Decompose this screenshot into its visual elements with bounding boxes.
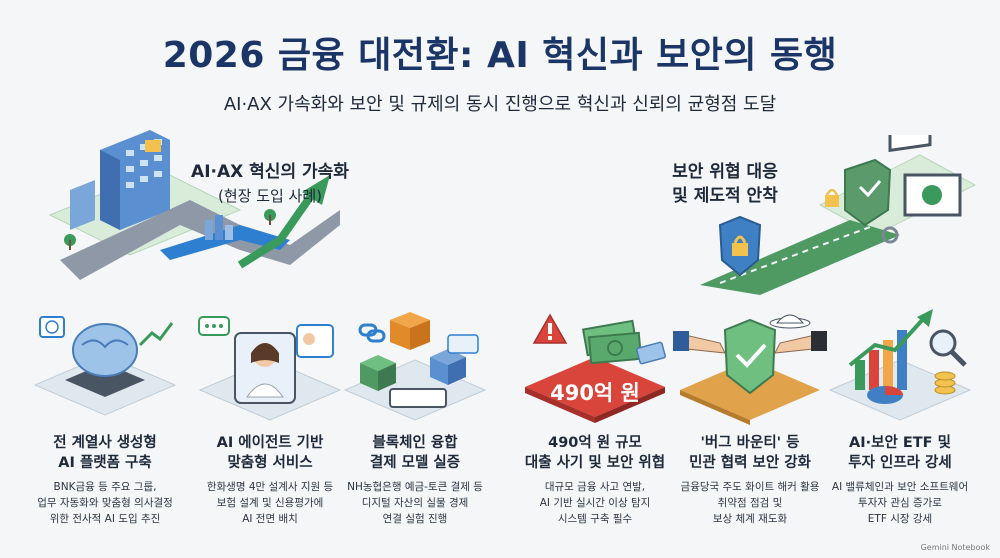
card-desc-line: 보험 설계 및 신용평가에 bbox=[216, 497, 324, 509]
card-desc-line: 취약점 점검 및 bbox=[717, 497, 783, 509]
right-section-title-line1: 보안 위협 대응 bbox=[672, 162, 778, 182]
blockchain-cubes-icon bbox=[343, 312, 487, 421]
card-fraud-threat: 490억 원 490억 원 규모 대출 사기 및 보안 위협 대규모 금융 사고… bbox=[510, 305, 680, 527]
fraud-warning-icon bbox=[525, 313, 666, 423]
card-desc-line: 투자자 관심 증가로 bbox=[858, 497, 942, 509]
card-desc-line: 디지털 자산의 실물 경제 bbox=[361, 497, 469, 509]
card-desc-line: 시스템 구축 필수 bbox=[557, 513, 633, 525]
card-title-line: 490억 원 규모 bbox=[548, 435, 642, 451]
card-title-line: 민관 협력 보안 강화 bbox=[689, 455, 811, 471]
card-title-line: 전 계열사 생성형 bbox=[53, 435, 157, 451]
fraud-amount-badge: 490억 원 bbox=[550, 381, 640, 405]
card-desc-line: AI 전면 배치 bbox=[242, 513, 298, 525]
left-section-heading: AI·AX 혁신의 가속화 (현장 도입 사례) bbox=[175, 160, 365, 208]
watermark: Gemini Notebook bbox=[920, 543, 990, 552]
card-title-line: '버그 바운티' 등 bbox=[700, 435, 800, 451]
card-desc-line: AI 기반 실시간 이상 탐지 bbox=[539, 497, 651, 509]
handshake-shield-icon bbox=[673, 314, 827, 425]
card-title-line: 투자 인프라 강세 bbox=[848, 455, 952, 471]
card-blockchain: 블록체인 융합 결제 모델 실증 NH농협은행 예금-토큰 결제 등 디지털 자… bbox=[330, 305, 500, 527]
card-desc-line: 대규모 금융 사고 연발, bbox=[544, 481, 646, 493]
card-title-line: 블록체인 융합 bbox=[372, 435, 458, 451]
right-section-title-line2: 및 제도적 안착 bbox=[672, 186, 778, 206]
right-section-heading: 보안 위협 대응 및 제도적 안착 bbox=[640, 160, 810, 208]
card-etf: AI·보안 ETF 및 투자 인프라 강세 AI 밸류체인과 보안 소프트웨어 … bbox=[815, 305, 985, 527]
security-scene-icon bbox=[700, 135, 977, 295]
ai-brain-chip-icon bbox=[33, 316, 177, 416]
card-title-line: AI·보안 ETF 및 bbox=[849, 435, 951, 451]
card-desc-line: BNK금융 등 주요 그룹, bbox=[53, 481, 157, 493]
card-desc-line: 연결 실험 진행 bbox=[382, 513, 448, 525]
left-section-title: AI·AX 혁신의 가속화 bbox=[191, 162, 349, 182]
card-title-line: AI 플랫폼 구축 bbox=[58, 455, 152, 471]
etf-growth-chart-icon bbox=[828, 309, 972, 421]
card-desc-line: ETF 시장 강세 bbox=[867, 513, 933, 525]
card-title-line: 대출 사기 및 보안 위협 bbox=[524, 455, 666, 471]
page-title: 2026 금융 대전환: AI 혁신과 보안의 동행 bbox=[162, 35, 838, 76]
card-desc-line: 한화생명 4만 설계사 지원 등 bbox=[206, 481, 334, 493]
page-subtitle: AI·AX 가속화와 보안 및 규제의 동시 진행으로 혁신과 신뢰의 균형점 … bbox=[223, 94, 777, 115]
card-desc-line: 업무 자동화와 맞춤형 의사결정 bbox=[37, 497, 173, 509]
card-genai-platform: 전 계열사 생성형 AI 플랫폼 구축 BNK금융 등 주요 그룹, 업무 자동… bbox=[20, 305, 190, 527]
card-bug-bounty: '버그 바운티' 등 민관 협력 보안 강화 금융당국 주도 화이트 해커 활용… bbox=[665, 305, 835, 527]
card-ai-agent: AI 에이전트 기반 맞춤형 서비스 한화생명 4만 설계사 지원 등 보험 설… bbox=[185, 305, 355, 527]
card-desc-line: 금융당국 주도 화이트 해커 활용 bbox=[680, 481, 820, 493]
card-desc-line: AI 밸류체인과 보안 소프트웨어 bbox=[831, 481, 969, 493]
card-desc-line: 위한 전사적 AI 도입 추진 bbox=[49, 513, 161, 525]
card-desc-line: 보상 체계 재도화 bbox=[712, 513, 788, 525]
card-title-line: 결제 모델 실증 bbox=[369, 455, 461, 471]
card-desc-line: NH농협은행 예금-토큰 결제 등 bbox=[347, 481, 483, 493]
ai-acceleration-scene-icon bbox=[48, 130, 340, 280]
card-title-line: AI 에이전트 기반 bbox=[216, 435, 324, 451]
ai-agent-advisor-icon bbox=[198, 316, 342, 421]
card-title-line: 맞춤형 서비스 bbox=[227, 455, 313, 471]
left-section-subtitle: (현장 도입 사례) bbox=[217, 187, 323, 205]
